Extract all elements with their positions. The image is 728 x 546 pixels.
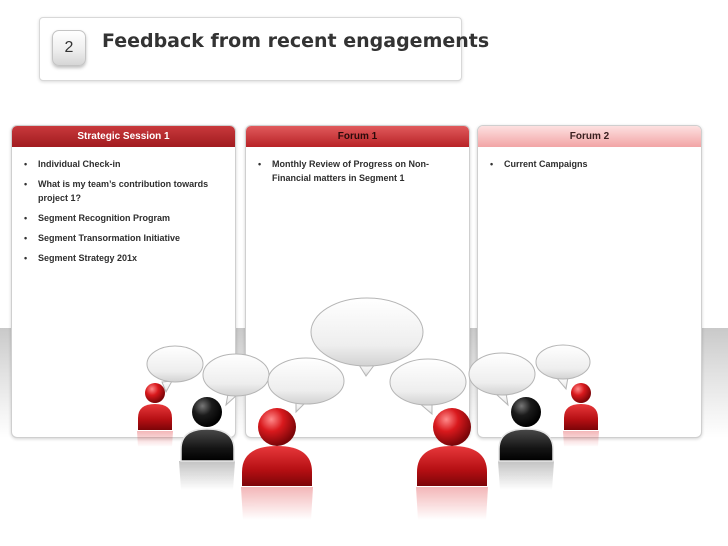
slide-number-badge: 2 (52, 30, 86, 66)
list-item: Segment Recognition Program (22, 211, 227, 225)
page-title: Feedback from recent engagements (102, 30, 490, 52)
title-box (39, 17, 462, 81)
column-header: Forum 2 (478, 126, 701, 147)
column-header: Forum 1 (246, 126, 469, 147)
list-item: Segment Transormation Initiative (22, 231, 227, 245)
bullet-list: Individual Check-in What is my team’s co… (12, 147, 235, 265)
column-forum-2: Forum 2 Current Campaigns (477, 125, 702, 438)
column-forum-1: Forum 1 Monthly Review of Progress on No… (245, 125, 470, 438)
list-item: What is my team’s contribution towards p… (22, 177, 227, 205)
list-item: Segment Strategy 201x (22, 251, 227, 265)
bullet-list: Monthly Review of Progress on Non-Financ… (246, 147, 469, 185)
column-strategic-session: Strategic Session 1 Individual Check-in … (11, 125, 236, 438)
bullet-list: Current Campaigns (478, 147, 701, 171)
floor-reflection (137, 431, 599, 520)
list-item: Current Campaigns (488, 157, 693, 171)
list-item: Monthly Review of Progress on Non-Financ… (256, 157, 461, 185)
list-item: Individual Check-in (22, 157, 227, 171)
column-header: Strategic Session 1 (12, 126, 235, 147)
